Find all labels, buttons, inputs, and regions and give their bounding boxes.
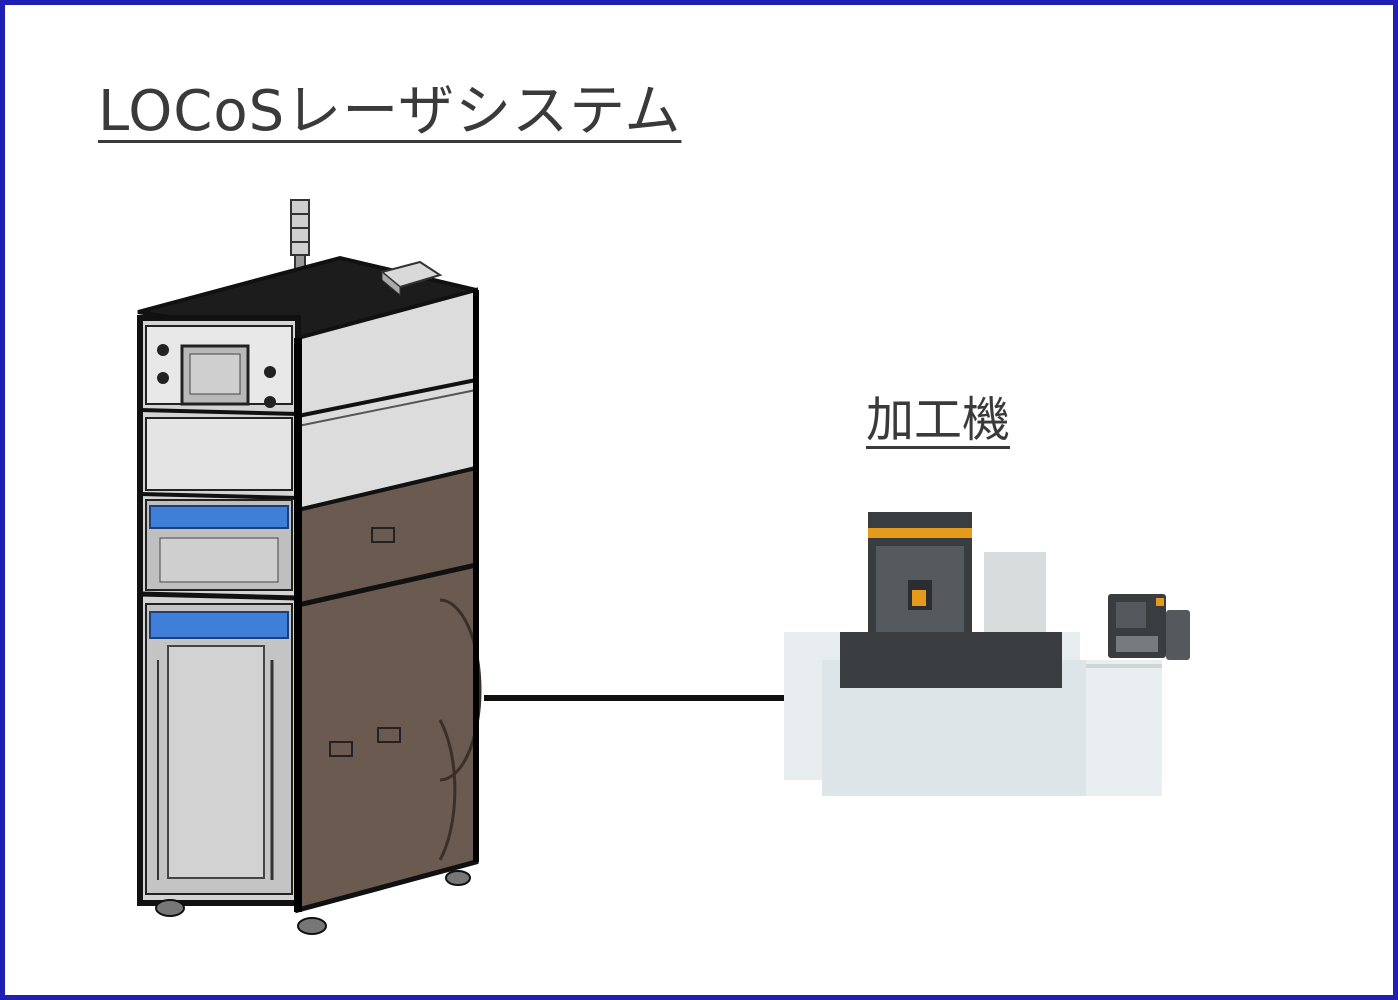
cabinet-side-lower — [295, 561, 479, 914]
knob-icon — [264, 396, 276, 408]
knob-icon — [157, 344, 169, 356]
laser-system-label: LOCoSレーザシステム — [98, 79, 682, 144]
machine-orange-band — [868, 528, 972, 538]
control-pendant — [1108, 594, 1190, 660]
knob-icon — [264, 366, 276, 378]
laser-cabinet — [137, 199, 482, 935]
module-blue-strip-2 — [149, 611, 289, 639]
machine-back-block — [984, 552, 1046, 636]
module-blue-strip — [149, 505, 289, 529]
processing-machine — [784, 512, 1190, 796]
machine-table — [840, 632, 1062, 688]
knob-icon — [157, 372, 169, 384]
caster-wheels — [155, 870, 471, 935]
machine-label: 加工機 — [866, 392, 1011, 448]
